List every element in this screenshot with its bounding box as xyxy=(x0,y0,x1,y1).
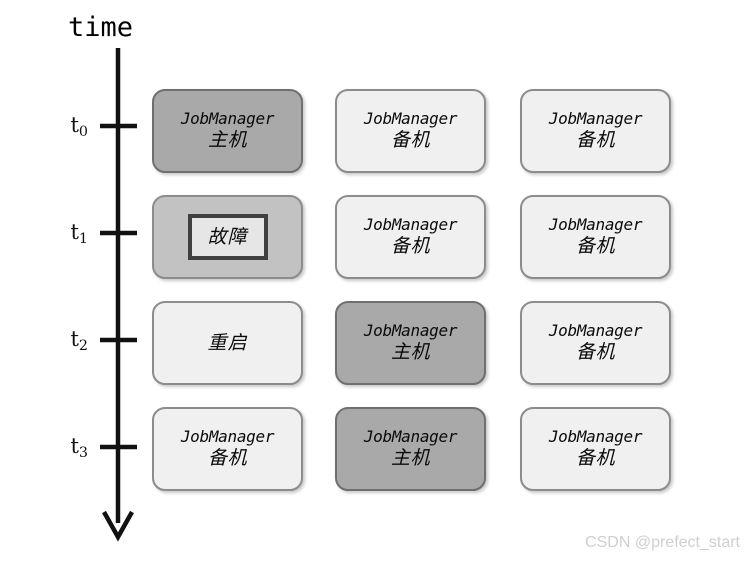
tick-label-t3-sub: 3 xyxy=(78,444,88,461)
node-box-t1-c1[interactable]: 故障 xyxy=(152,195,303,279)
node-box-t3-c2-line2: 主机 xyxy=(390,447,430,470)
node-box-t3-c1-line2: 备机 xyxy=(207,447,247,470)
tick-label-t3: t3 xyxy=(42,434,88,461)
node-box-t0-c3[interactable]: JobManager 备机 xyxy=(520,89,671,173)
node-box-t3-c1[interactable]: JobManager 备机 xyxy=(152,407,303,491)
node-box-t3-c3-line2: 备机 xyxy=(575,447,615,470)
restart-label: 重启 xyxy=(207,331,248,354)
node-box-t2-c1[interactable]: 重启 xyxy=(152,301,303,385)
node-box-t1-c2-line1: JobManager xyxy=(363,215,458,235)
node-box-t0-c2-line1: JobManager xyxy=(363,109,458,129)
node-box-t0-c2-line2: 备机 xyxy=(390,129,430,152)
node-box-t1-c3-line2: 备机 xyxy=(575,235,615,258)
node-box-t0-c3-line2: 备机 xyxy=(575,129,615,152)
tick-label-t1: t1 xyxy=(42,220,88,247)
node-box-t1-c2[interactable]: JobManager 备机 xyxy=(335,195,486,279)
tick-label-t2: t2 xyxy=(42,327,88,354)
time-axis-arrowhead xyxy=(102,510,134,542)
node-box-t3-c2-line1: JobManager xyxy=(363,427,458,447)
time-axis-label: time xyxy=(68,12,134,43)
tick-label-t0-sub: 0 xyxy=(78,123,88,140)
node-box-t0-c1[interactable]: JobManager 主机 xyxy=(152,89,303,173)
node-box-t1-c3-line1: JobManager xyxy=(548,215,643,235)
tick-label-t3-base: t xyxy=(70,434,79,458)
node-box-t3-c3-line1: JobManager xyxy=(548,427,643,447)
tick-label-t1-base: t xyxy=(70,220,79,244)
tick-label-t0-base: t xyxy=(70,113,79,137)
node-box-t0-c2[interactable]: JobManager 备机 xyxy=(335,89,486,173)
node-box-t2-c2-line2: 主机 xyxy=(390,341,430,364)
failure-label: 故障 xyxy=(207,225,248,248)
node-box-t1-c2-line2: 备机 xyxy=(390,235,430,258)
node-box-t0-c3-line1: JobManager xyxy=(548,109,643,129)
node-box-t3-c2[interactable]: JobManager 主机 xyxy=(335,407,486,491)
tick-label-t1-sub: 1 xyxy=(78,230,88,247)
node-box-t2-c3-line2: 备机 xyxy=(575,341,615,364)
node-box-t3-c1-line1: JobManager xyxy=(180,427,275,447)
node-box-t2-c2[interactable]: JobManager 主机 xyxy=(335,301,486,385)
node-box-t1-c3[interactable]: JobManager 备机 xyxy=(520,195,671,279)
tick-label-t2-sub: 2 xyxy=(78,337,88,354)
node-box-t2-c2-line1: JobManager xyxy=(363,321,458,341)
node-state-grid: JobManager 主机 JobManager 备机 JobManager 备… xyxy=(152,89,672,491)
failure-inner-frame: 故障 xyxy=(187,214,268,260)
node-box-t0-c1-line1: JobManager xyxy=(180,109,275,129)
node-box-t3-c3[interactable]: JobManager 备机 xyxy=(520,407,671,491)
tick-label-t0: t0 xyxy=(42,113,88,140)
node-box-t2-c3-line1: JobManager xyxy=(548,321,643,341)
node-box-t2-c3[interactable]: JobManager 备机 xyxy=(520,301,671,385)
tick-label-t2-base: t xyxy=(70,327,79,351)
watermark-text: CSDN @prefect_start xyxy=(585,534,740,551)
node-box-t0-c1-line2: 主机 xyxy=(207,129,247,152)
